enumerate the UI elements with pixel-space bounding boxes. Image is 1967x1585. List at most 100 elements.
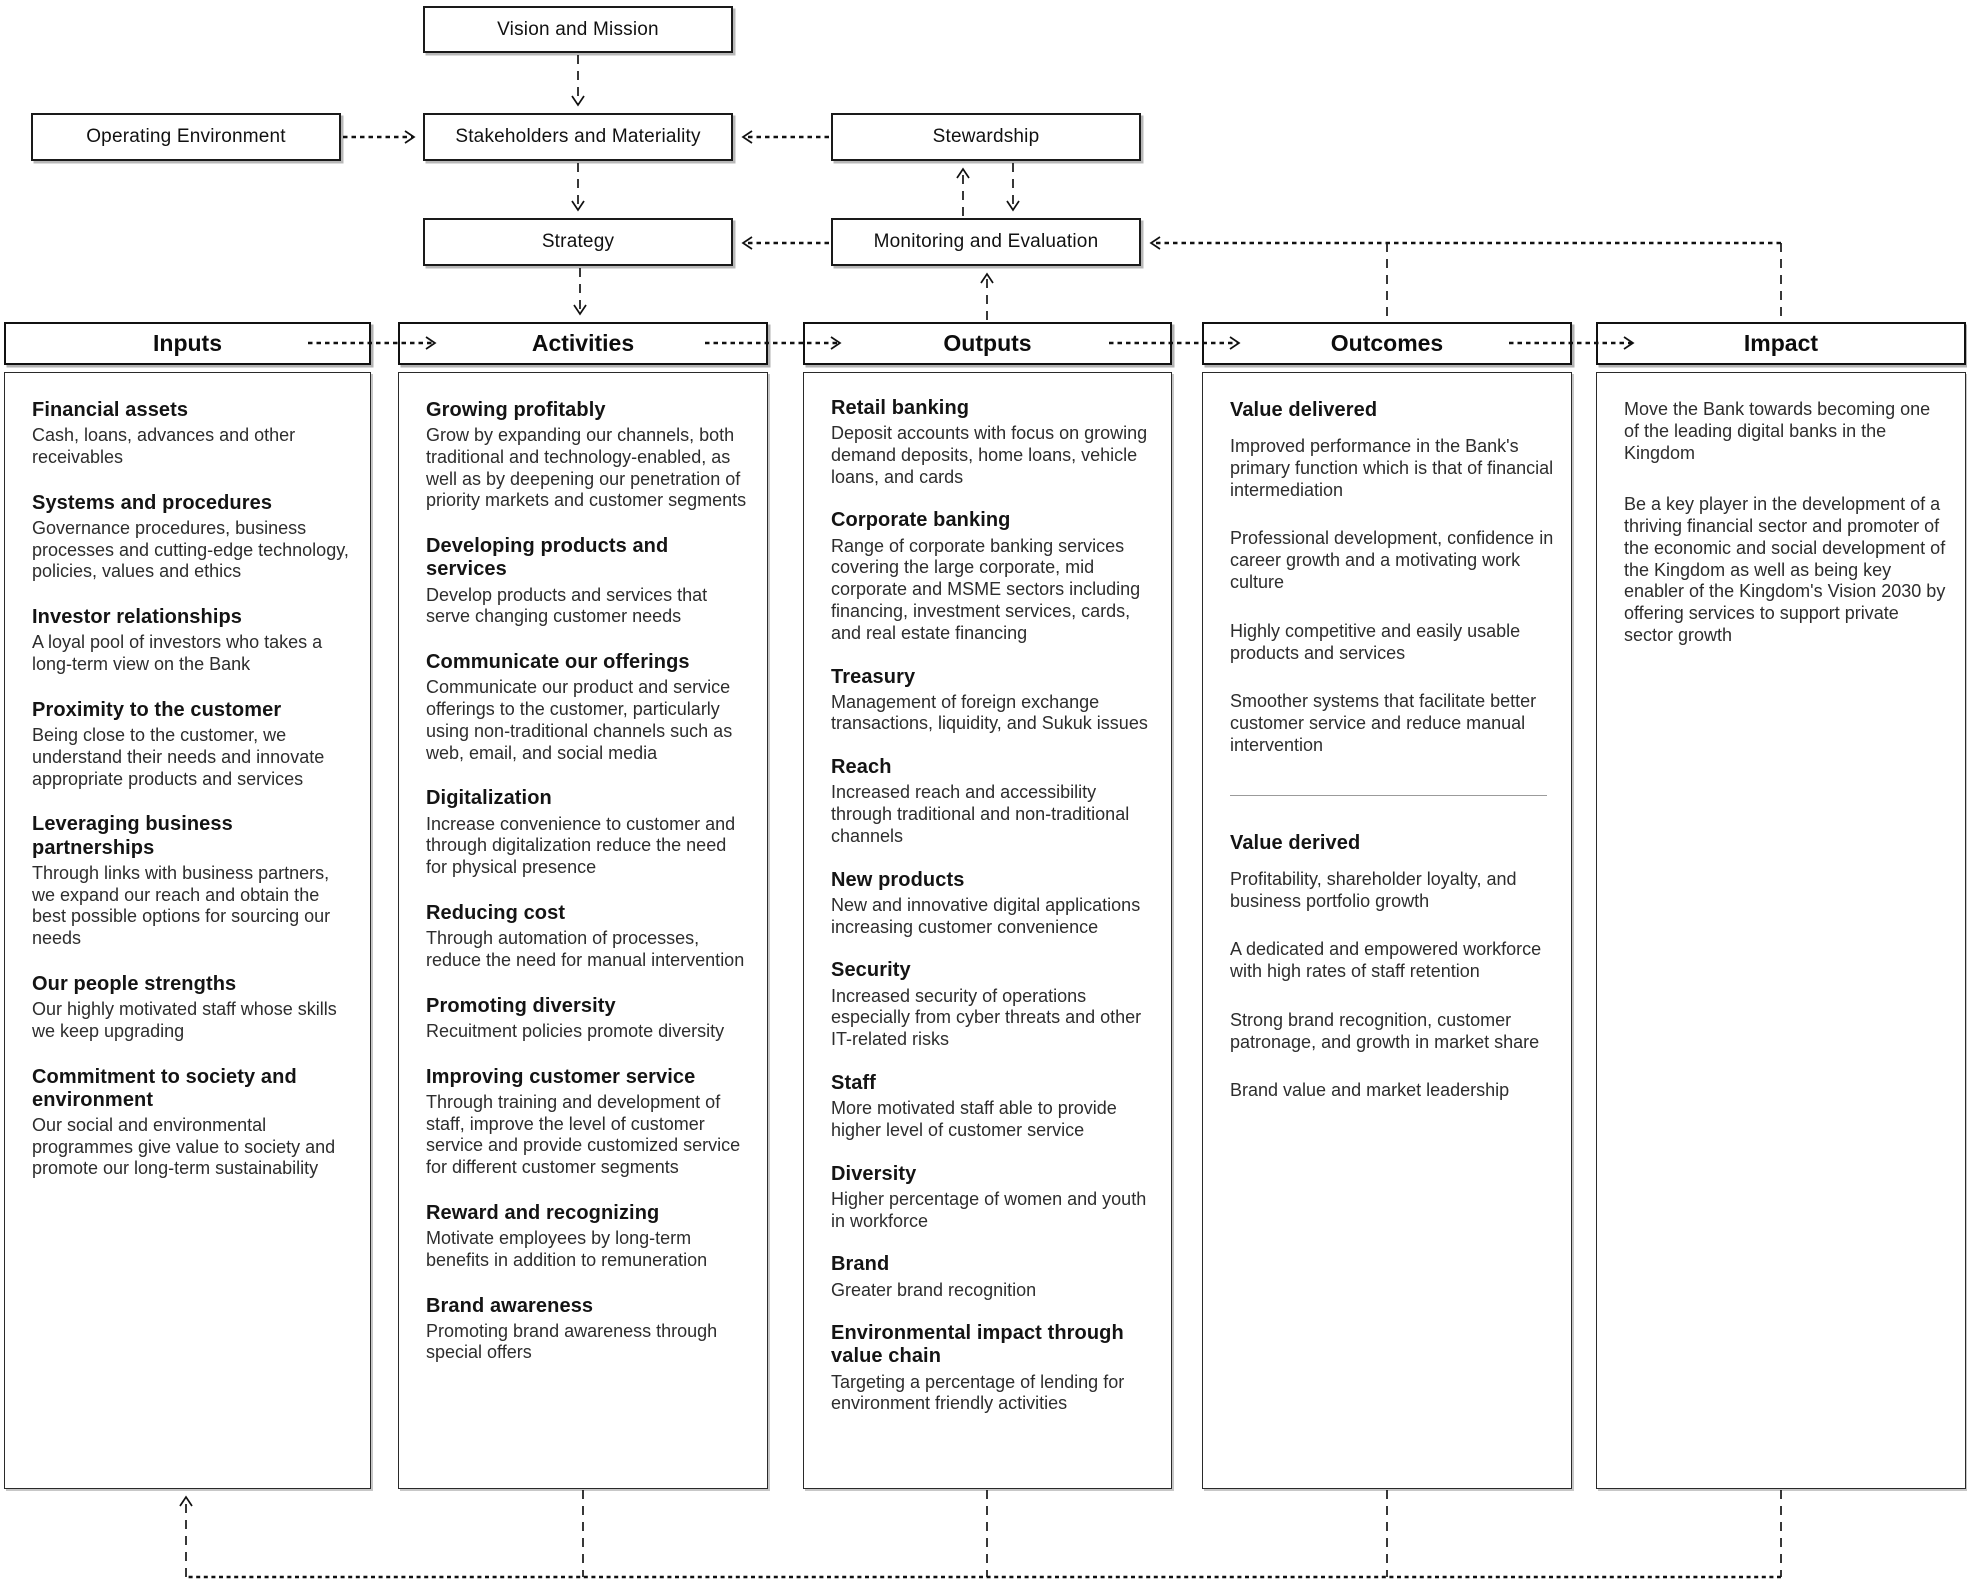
item-heading: Brand awareness xyxy=(426,1294,594,1317)
item-heading: Reducing cost xyxy=(426,901,566,924)
item-heading: Reward and recognizing xyxy=(426,1201,660,1224)
input-item: Our people strengths Our highly motivate… xyxy=(32,973,354,1043)
outcomes-column-header: Outcomes xyxy=(1202,322,1572,365)
section-paragraph: Brand value and market leadership xyxy=(1230,1080,1510,1101)
item-body: Through automation of processes, reduce … xyxy=(426,928,745,970)
item-heading: Communicate our offerings xyxy=(426,651,690,674)
item-heading: Retail banking xyxy=(831,397,970,419)
section-paragraph: Professional development, confidence in … xyxy=(1230,528,1554,593)
section-divider xyxy=(1230,794,1547,796)
item-heading: Digitalization xyxy=(426,787,552,810)
impact-column-body: Move the Bank towards becoming one of th… xyxy=(1596,372,1966,1489)
item-body: New and innovative digital applications … xyxy=(831,894,1141,937)
item-body: Grow by expanding our channels, both tra… xyxy=(426,425,747,511)
item-heading: Corporate banking xyxy=(831,509,1011,532)
item-heading: Treasury xyxy=(831,665,916,688)
item-body: Communicate our product and service offe… xyxy=(426,677,733,763)
item-body: Our social and environmental programmes … xyxy=(32,1114,336,1179)
operating-environment-label: Operating Environment xyxy=(86,126,286,147)
section-paragraph: Profitability, shareholder loyalty, and … xyxy=(1230,868,1517,911)
section-paragraph: Smoother systems that facilitate better … xyxy=(1230,691,1537,755)
item-heading: Proximity to the customer xyxy=(32,698,282,721)
strategy-box: Strategy xyxy=(423,218,733,266)
section-paragraph: A dedicated and empowered workforce with… xyxy=(1230,939,1542,982)
output-item: Treasury Management of foreign exchange … xyxy=(831,666,1155,736)
item-body: Our highly motivated staff whose skills … xyxy=(32,999,337,1041)
outcomes-column-body: Value delivered Improved performance in … xyxy=(1202,372,1572,1489)
section-paragraph: Strong brand recognition, customer patro… xyxy=(1230,1009,1540,1052)
item-heading: Growing profitably xyxy=(426,399,606,421)
activities-column-header: Activities xyxy=(398,322,768,365)
item-body: Deposit accounts with focus on growing d… xyxy=(831,423,1148,487)
item-body: A loyal pool of investors who takes a lo… xyxy=(32,632,323,675)
value-delivered-section: Value delivered Improved performance in … xyxy=(1230,399,1555,757)
impact-title: Impact xyxy=(1743,330,1819,356)
item-heading: Staff xyxy=(831,1071,876,1094)
item-body: Management of foreign exchange transacti… xyxy=(831,691,1148,734)
item-body: Cash, loans, advances and other receivab… xyxy=(32,425,296,467)
item-body: Increased reach and accessibility throug… xyxy=(831,782,1130,846)
outputs-column-header: Outputs xyxy=(803,322,1172,365)
item-heading: Reach xyxy=(831,756,892,779)
item-heading: Commitment to society and environment xyxy=(32,1065,297,1111)
vision-and-mission-box: Vision and Mission xyxy=(423,6,733,53)
item-heading: Systems and procedures xyxy=(32,491,273,514)
bottom-feedback-loop xyxy=(179,1490,1782,1579)
input-item: Investor relationships A loyal pool of i… xyxy=(32,606,354,676)
output-item: Diversity Higher percentage of women and… xyxy=(831,1163,1155,1233)
output-item: Environmental impact through value chain… xyxy=(831,1322,1155,1415)
item-heading: Security xyxy=(831,959,911,982)
stewardship-box: Stewardship xyxy=(831,113,1141,161)
inputs-column-body: Financial assets Cash, loans, advances a… xyxy=(4,372,371,1489)
activity-item: Digitalization Increase convenience to c… xyxy=(426,787,751,878)
input-item: Commitment to society and environment Ou… xyxy=(32,1066,354,1181)
activity-item: Reducing cost Through automation of proc… xyxy=(426,902,751,972)
inputs-title: Inputs xyxy=(153,330,222,356)
item-body: Being close to the customer, we understa… xyxy=(32,725,325,789)
activity-item: Brand awareness Promoting brand awarenes… xyxy=(426,1295,751,1365)
item-body: Increase convenience to customer and thr… xyxy=(426,813,736,878)
item-heading: Brand xyxy=(831,1253,890,1276)
section-paragraph: Improved performance in the Bank's prima… xyxy=(1230,436,1554,500)
outcomes-title: Outcomes xyxy=(1330,330,1444,356)
output-item: Security Increased security of operation… xyxy=(831,959,1155,1050)
item-heading: Promoting diversity xyxy=(426,994,616,1017)
item-heading: Environmental impact through value chain xyxy=(831,1322,1124,1368)
item-body: More motivated staff able to provide hig… xyxy=(831,1098,1117,1140)
impact-paragraph: Move the Bank towards becoming one of th… xyxy=(1624,399,1931,463)
top-flow-arrows xyxy=(343,55,1020,320)
input-item: Financial assets Cash, loans, advances a… xyxy=(32,399,354,469)
outputs-column-body: Retail banking Deposit accounts with foc… xyxy=(803,372,1172,1489)
item-heading: Our people strengths xyxy=(32,972,237,995)
activity-item: Improving customer service Through train… xyxy=(426,1066,751,1179)
item-body: Promoting brand awareness through specia… xyxy=(426,1320,718,1363)
operating-environment-box: Operating Environment xyxy=(31,113,341,161)
input-item: Systems and procedures Governance proced… xyxy=(32,492,354,583)
output-item: Retail banking Deposit accounts with foc… xyxy=(831,397,1155,488)
item-heading: Diversity xyxy=(831,1162,917,1185)
item-body: Higher percentage of women and youth in … xyxy=(831,1188,1147,1231)
stakeholders-materiality-box: Stakeholders and Materiality xyxy=(423,113,733,161)
item-body: Greater brand recognition xyxy=(831,1279,1037,1300)
item-body: Through links with business partners, we… xyxy=(32,862,331,949)
output-item: Staff More motivated staff able to provi… xyxy=(831,1072,1155,1142)
monitoring-evaluation-label: Monitoring and Evaluation xyxy=(873,231,1099,252)
item-body: Increased security of operations especia… xyxy=(831,985,1142,1050)
feedback-to-monitoring-arrows xyxy=(1149,236,1782,321)
output-item: Reach Increased reach and accessibility … xyxy=(831,756,1155,847)
item-heading: Investor relationships xyxy=(32,606,243,629)
activities-column-body: Growing profitably Grow by expanding our… xyxy=(398,372,768,1489)
item-body: Recuitment policies promote diversity xyxy=(426,1020,725,1041)
strategy-label: Strategy xyxy=(541,231,615,252)
outputs-title: Outputs xyxy=(943,330,1032,356)
inputs-column-header: Inputs xyxy=(4,322,371,365)
activity-item: Communicate our offerings Communicate ou… xyxy=(426,651,751,764)
activity-item: Reward and recognizing Motivate employee… xyxy=(426,1202,751,1272)
input-item: Proximity to the customer Being close to… xyxy=(32,699,354,790)
activity-item: Developing products and services Develop… xyxy=(426,535,751,628)
item-body: Motivate employees by long-term benefits… xyxy=(426,1228,708,1270)
item-heading: Leveraging business partnerships xyxy=(32,813,233,859)
section-paragraph: Highly competitive and easily usable pro… xyxy=(1230,620,1521,663)
value-derived-section: Value derived Profitability, shareholder… xyxy=(1230,832,1555,1103)
